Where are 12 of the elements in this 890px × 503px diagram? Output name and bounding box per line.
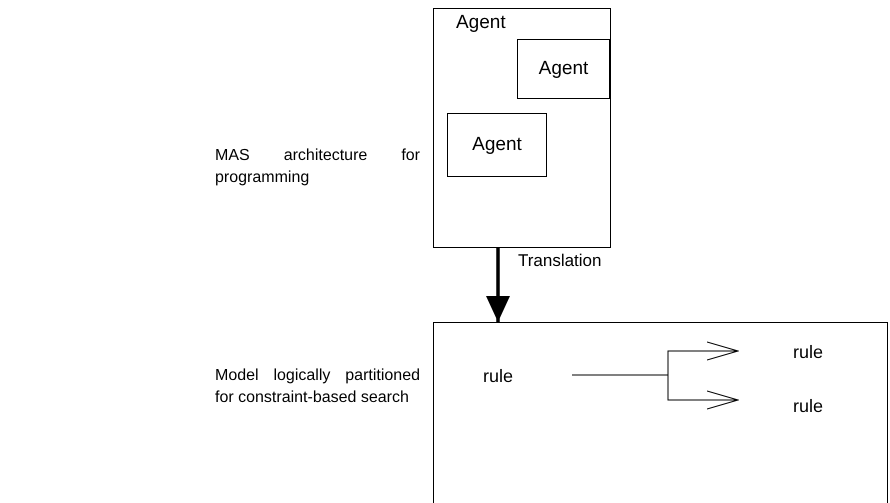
agent-box: Agent [447, 113, 547, 177]
rule-text: rule [743, 339, 823, 365]
agent-box: Agent [517, 39, 610, 99]
box-title: Agent [456, 13, 506, 32]
description-text: Model logically partitioned for constraint-based search [215, 366, 420, 408]
description-text: MAS architecture for programming [215, 146, 420, 188]
arrow [486, 248, 510, 322]
process-box [433, 322, 888, 503]
agent-box [433, 8, 611, 248]
arrow [572, 374, 738, 410]
rule-text: rule [743, 393, 823, 419]
rule-text: rule [483, 363, 573, 389]
